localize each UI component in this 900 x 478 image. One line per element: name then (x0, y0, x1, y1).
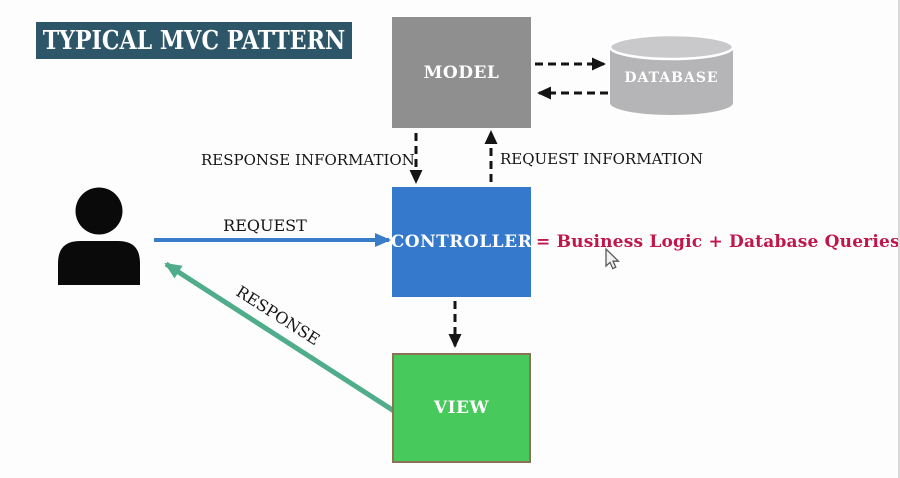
request-label: REQUEST (223, 216, 307, 235)
request-information-label: REQUEST INFORMATION (500, 150, 703, 168)
model-box: MODEL (392, 17, 531, 128)
response-label: RESPONSE (232, 281, 324, 350)
person-icon (58, 187, 140, 285)
response-arrow (164, 261, 396, 414)
view-label: VIEW (433, 398, 490, 418)
controller-label: CONTROLLER (390, 232, 533, 252)
response-information-label: RESPONSE INFORMATION (201, 151, 415, 169)
controller-note: = Business Logic + Database Queries (536, 232, 900, 252)
view-box: VIEW (392, 353, 531, 463)
database-label: DATABASE (624, 70, 719, 86)
title-banner: TYPICAL MVC PATTERN (36, 22, 352, 59)
right-edge-divider (898, 0, 900, 478)
controller-box: CONTROLLER (390, 187, 533, 297)
model-label: MODEL (423, 62, 500, 83)
page-title: TYPICAL MVC PATTERN (42, 25, 346, 56)
